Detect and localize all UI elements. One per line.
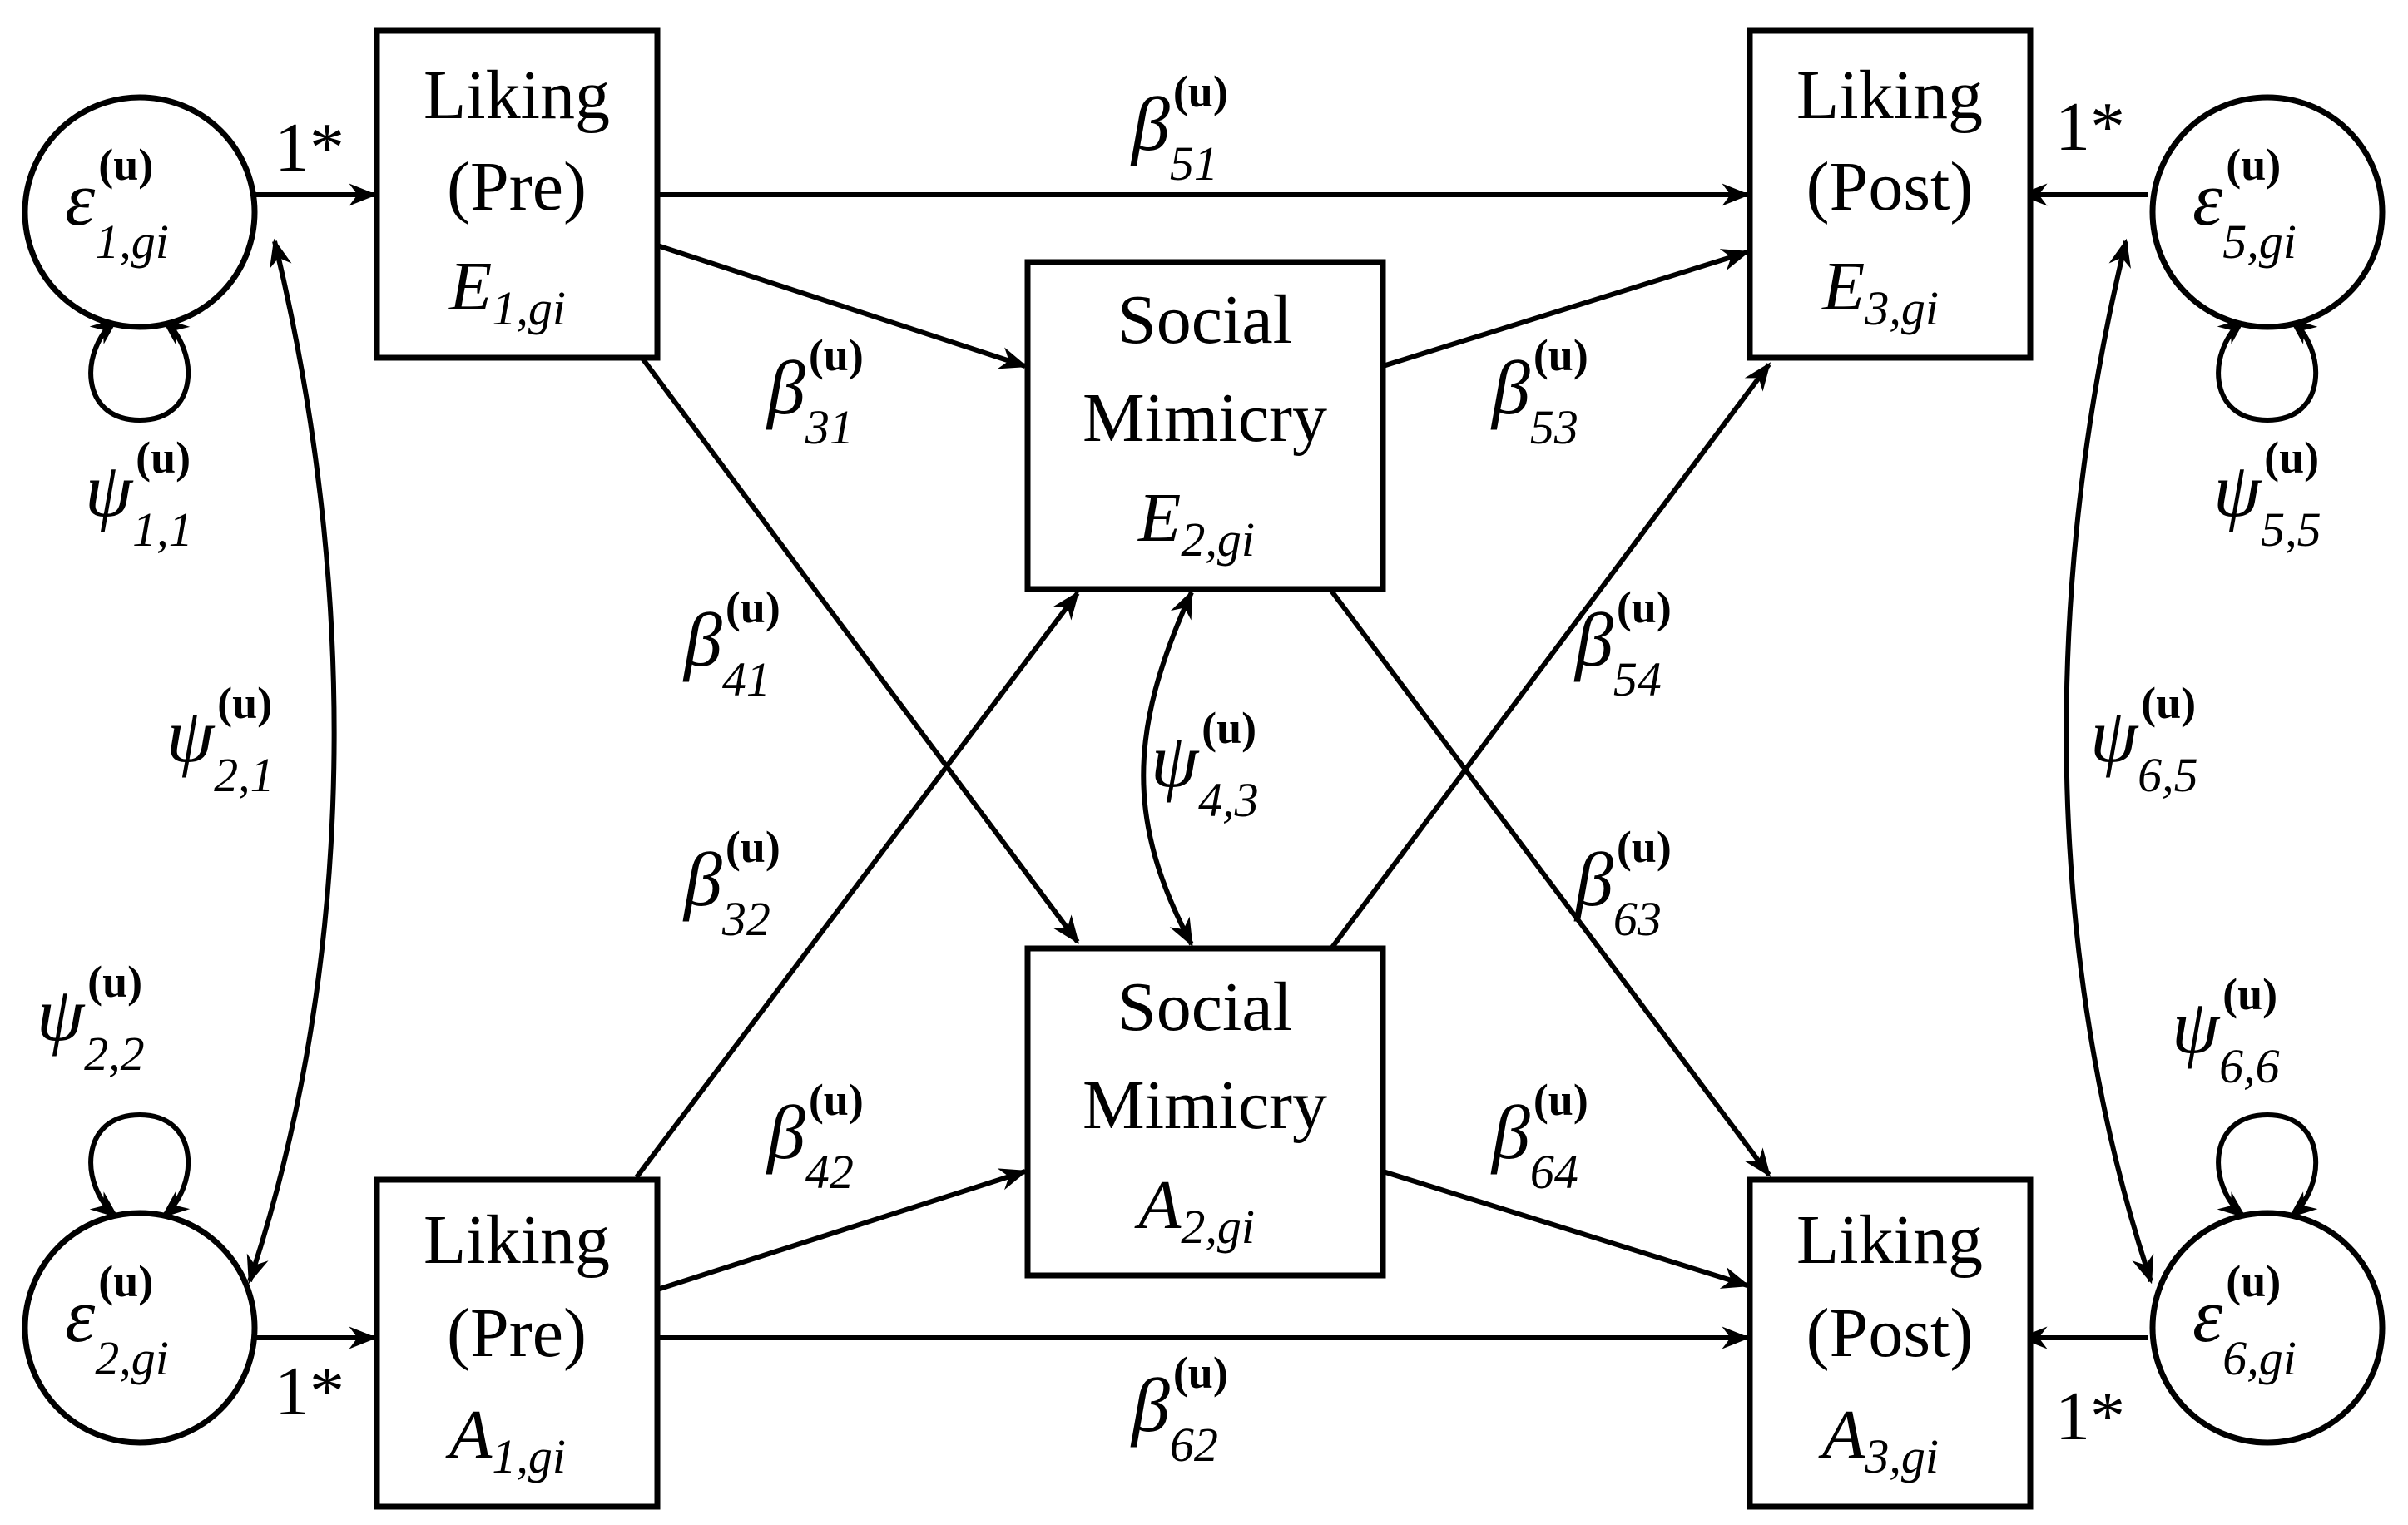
loop-psi11 [88, 317, 191, 423]
circle-eps6-label: ε(u)6,gi [2192, 1256, 2297, 1385]
box-liking-post-a-line2: (Post) [1806, 1295, 1974, 1372]
box-liking-post-e [1747, 27, 2034, 361]
box-liking-pre-e [374, 27, 661, 361]
arrow-b41 [638, 354, 1080, 944]
arrow-b53 [1382, 249, 1751, 369]
arrow-psi65 [2064, 238, 2154, 1285]
arrow-b54 [1329, 362, 1771, 950]
covariance-labels: ψ(u)1,1 ψ(u)2,1 ψ(u)2,2 ψ(u)4,3 ψ(u)5,5 … [37, 433, 2321, 1093]
box-liking-post-e-var: E3,gi [1821, 248, 1939, 335]
box-mimicry-e-line2: Mimicry [1083, 379, 1327, 457]
label-psi55: ψ(u)5,5 [2213, 433, 2321, 557]
circle-eps6 [2149, 1210, 2386, 1446]
circles [22, 94, 2386, 1446]
box-liking-post-e-line2: (Post) [1806, 148, 1974, 225]
loading-eps6: 1* [2055, 1378, 2125, 1455]
box-mimicry-e-line1: Social [1117, 281, 1292, 359]
label-b42: β(u)42 [766, 1075, 864, 1199]
circle-eps5 [2149, 94, 2386, 330]
box-mimicry-a [1024, 945, 1386, 1279]
label-psi21: ψ(u)2,1 [166, 678, 275, 802]
label-psi65: ψ(u)6,5 [2090, 678, 2198, 802]
box-liking-pre-e-line2: (Pre) [447, 148, 587, 225]
arrows [88, 183, 2319, 1349]
loop-psi66 [2216, 1112, 2319, 1219]
arrow-b31 [657, 243, 1028, 369]
arrow-psi21 [246, 238, 337, 1285]
box-liking-pre-e-line1: Liking [424, 57, 610, 134]
arrow-b64 [1382, 1169, 1751, 1289]
box-liking-post-e-line1: Liking [1796, 57, 1983, 134]
label-b31: β(u)31 [766, 330, 864, 454]
box-liking-post-a-var: A3,gi [1818, 1396, 1939, 1483]
arrow-b63 [1329, 589, 1771, 1177]
box-liking-pre-a-line2: (Pre) [447, 1295, 587, 1372]
circle-eps1 [22, 94, 258, 330]
box-liking-pre-a [374, 1176, 661, 1510]
box-mimicry-a-line2: Mimicry [1083, 1067, 1327, 1144]
circle-eps5-label: ε(u)5,gi [2192, 140, 2297, 269]
loading-eps1: 1* [275, 109, 344, 186]
arrow-psi43 [1141, 589, 1194, 948]
circle-labels: ε(u)1,gi ε(u)2,gi ε(u)5,gi ε(u)6,gi [65, 140, 2297, 1385]
label-b63: β(u)63 [1573, 822, 1672, 946]
arrow-b32 [634, 591, 1080, 1179]
loading-eps2: 1* [275, 1353, 344, 1430]
label-psi11: ψ(u)1,1 [85, 433, 193, 557]
circle-eps2 [22, 1210, 258, 1446]
circle-eps2-label: ε(u)2,gi [65, 1256, 169, 1385]
fixed-loading-labels: 1* 1* 1* 1* [275, 88, 2125, 1455]
box-liking-pre-a-var: A1,gi [445, 1396, 566, 1483]
label-b53: β(u)53 [1490, 330, 1588, 454]
box-mimicry-e-var: E2,gi [1137, 479, 1255, 567]
label-b41: β(u)41 [682, 582, 780, 706]
label-psi22: ψ(u)2,2 [37, 957, 145, 1081]
label-psi43: ψ(u)4,3 [1151, 703, 1259, 827]
path-labels: β(u)51 β(u)31 β(u)53 β(u)41 β(u)54 β(u)3… [682, 67, 1672, 1472]
box-mimicry-e [1024, 259, 1386, 592]
label-b54: β(u)54 [1573, 582, 1672, 706]
arrow-b42 [657, 1168, 1028, 1292]
box-mimicry-a-var: A2,gi [1134, 1166, 1255, 1254]
label-b32: β(u)32 [682, 822, 780, 946]
boxes [374, 27, 2034, 1510]
box-liking-pre-e-var: E1,gi [448, 248, 566, 335]
box-labels: Liking (Pre) E1,gi Liking (Post) E3,gi S… [424, 57, 1983, 1483]
box-liking-pre-a-line1: Liking [424, 1201, 610, 1279]
box-liking-post-a-line1: Liking [1796, 1201, 1983, 1279]
box-mimicry-a-line1: Social [1117, 968, 1292, 1046]
loading-eps5: 1* [2055, 88, 2125, 166]
label-b51: β(u)51 [1130, 67, 1228, 191]
loop-psi22 [88, 1112, 191, 1219]
label-b62: β(u)62 [1130, 1348, 1228, 1472]
loop-psi55 [2216, 317, 2319, 423]
circle-eps1-label: ε(u)1,gi [65, 140, 169, 269]
label-b64: β(u)64 [1490, 1075, 1588, 1199]
label-psi66: ψ(u)6,6 [2172, 969, 2280, 1093]
box-liking-post-a [1747, 1176, 2034, 1510]
